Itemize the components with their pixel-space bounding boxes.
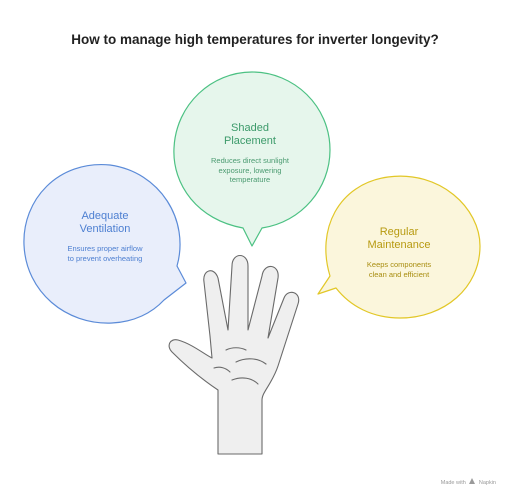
bubble-shaded-desc-line3: temperature [229, 175, 271, 184]
bubble-maintenance-desc: Keeps components clean and efficient [340, 260, 458, 279]
bubble-shaded-desc: Reduces direct sunlight exposure, loweri… [190, 156, 310, 185]
footer-prefix: Made with [440, 480, 466, 486]
bubble-ventilation-desc-line1: Ensures proper airflow [67, 244, 143, 253]
bubble-ventilation-title: Adequate Ventilation [40, 210, 170, 236]
bubble-shaded-shape [173, 71, 331, 247]
bubble-maintenance [317, 175, 481, 319]
bubble-ventilation-desc: Ensures proper airflow to prevent overhe… [40, 244, 170, 263]
bubble-ventilation-title-line1: Adequate [81, 210, 129, 222]
bubble-maintenance-desc-line2: clean and efficient [368, 269, 430, 279]
napkin-icon [469, 478, 476, 486]
bubble-shaded-title-line1: Shaded [231, 122, 269, 134]
bubble-maintenance-title-line1: Regular [379, 226, 419, 238]
bubble-ventilation-title-line2: Ventilation [79, 223, 131, 235]
bubble-shaded-desc-line2: exposure, lowering [218, 165, 282, 175]
bubble-ventilation-text: Adequate Ventilation Ensures proper airf… [40, 210, 170, 263]
bubble-maintenance-text: Regular Maintenance Keeps components cle… [340, 226, 458, 279]
hand-icon [168, 254, 300, 455]
bubble-shaded-desc-line1: Reduces direct sunlight [211, 156, 289, 165]
footer-brand: Napkin [478, 480, 496, 486]
bubble-shaded-title: Shaded Placement [190, 122, 310, 148]
bubble-maintenance-desc-line1: Keeps components [366, 260, 432, 269]
bubble-maintenance-title: Regular Maintenance [340, 226, 458, 252]
bubble-shaded [173, 71, 331, 247]
bubble-shaded-text: Shaded Placement Reduces direct sunlight… [190, 122, 310, 185]
bubble-maintenance-shape [317, 175, 481, 319]
bubble-ventilation [23, 164, 187, 324]
made-with-footer: Made with Napkin [441, 478, 496, 486]
bubble-ventilation-desc-line2: to prevent overheating [67, 253, 143, 263]
page-title: How to manage high temperatures for inve… [71, 32, 439, 47]
bubble-shaded-title-line2: Placement [224, 135, 276, 147]
bubble-maintenance-title-line2: Maintenance [367, 239, 431, 251]
bubble-ventilation-shape [23, 164, 187, 324]
